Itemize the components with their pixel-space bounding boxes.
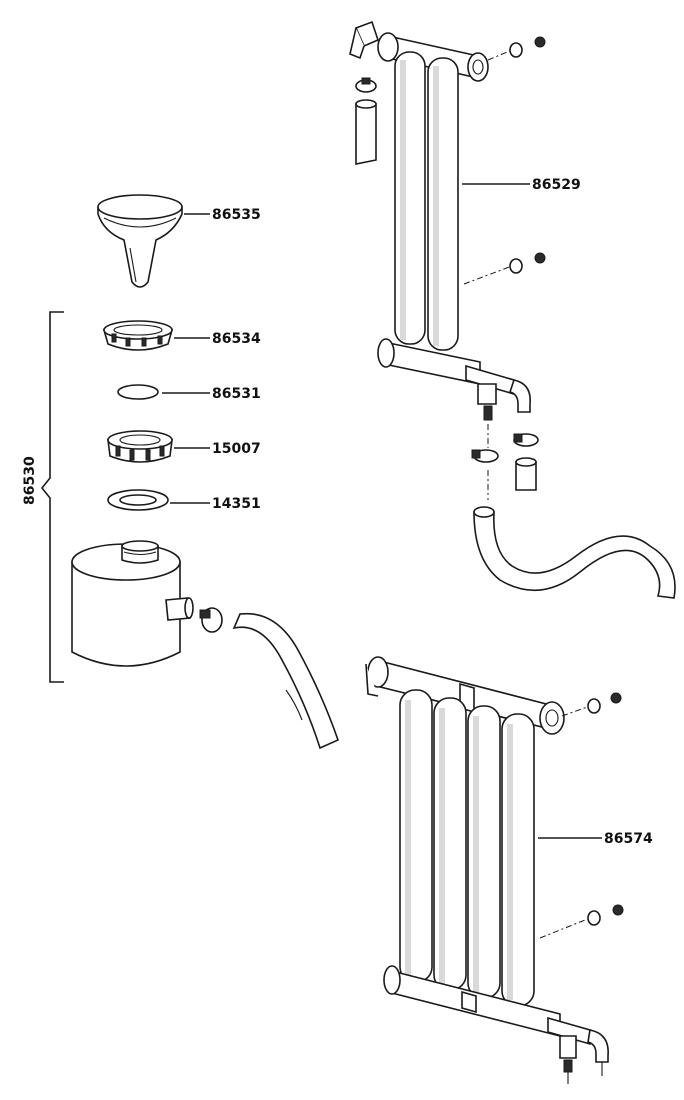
gasket-part	[107, 489, 169, 511]
nut-inner-part	[107, 430, 173, 463]
o-ring-part	[117, 384, 159, 400]
washer-top-86574	[587, 698, 601, 714]
washer-top-86529	[509, 42, 523, 58]
label-86535: 86535	[212, 207, 261, 223]
clamp-86529-lower-left	[471, 449, 499, 463]
label-86529: 86529	[532, 177, 581, 193]
four-tube-cooler	[365, 656, 609, 1084]
nut-mid-86529	[534, 252, 546, 264]
label-15007: 15007	[212, 441, 261, 457]
label-86534: 86534	[212, 331, 261, 347]
funnel-part	[97, 194, 183, 288]
nut-top-86529	[534, 36, 546, 48]
label-86531: 86531	[212, 386, 261, 402]
hose-reservoir	[232, 612, 339, 750]
washer-mid-86529	[509, 258, 523, 274]
hose-clamp-left	[199, 607, 223, 633]
nut-top-86574	[610, 692, 622, 704]
label-14351: 14351	[212, 496, 261, 512]
label-86574: 86574	[604, 831, 653, 847]
label-86530: 86530	[22, 456, 38, 505]
clamp-86529-lower-right	[513, 433, 539, 447]
bracket-86530	[40, 311, 64, 683]
nut-mid-86574	[612, 904, 624, 916]
hose-86529-long	[473, 511, 676, 599]
washer-mid-86574	[587, 910, 601, 926]
hose-piece-86529	[355, 103, 377, 165]
two-tube-cooler	[349, 20, 531, 421]
nut-outer-part	[102, 320, 174, 351]
reservoir-tank	[71, 540, 194, 667]
